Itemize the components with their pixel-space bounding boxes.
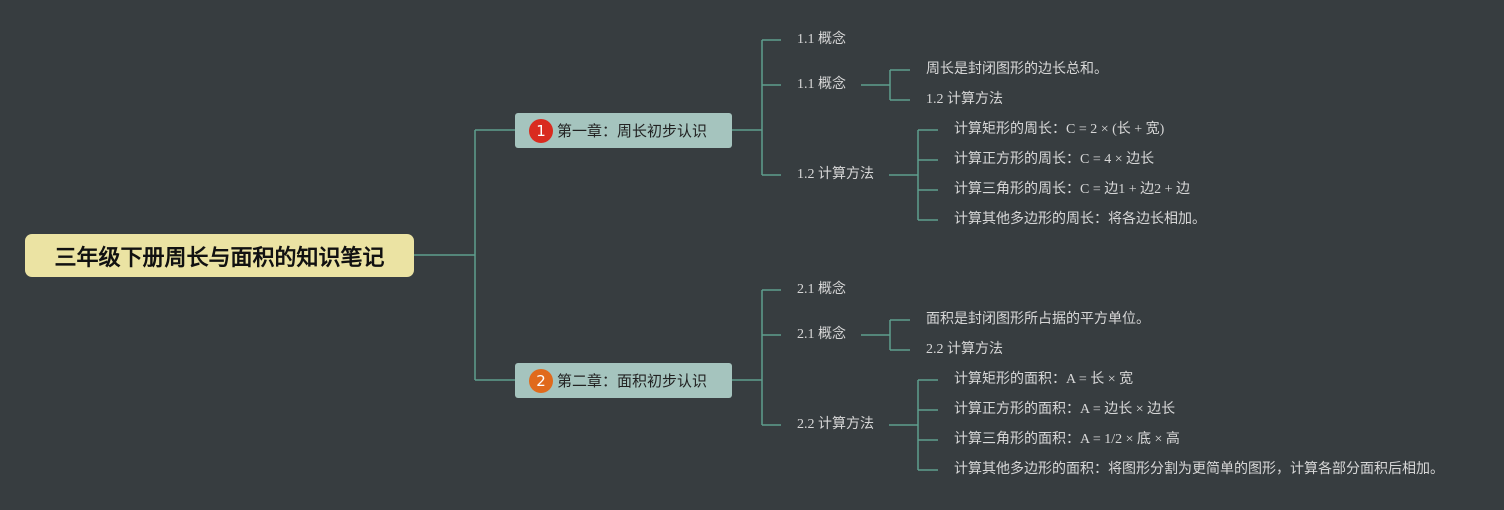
chapter-title: 第二章：面积初步认识 (557, 372, 708, 390)
section-node[interactable]: 2.1 概念 (797, 327, 846, 342)
number-badge-icon: 1 (529, 118, 553, 143)
section-node[interactable]: 2.1 概念 (797, 282, 846, 297)
section-node[interactable]: 1.1 概念 (797, 32, 846, 47)
leaf-node[interactable]: 计算正方形的面积：A = 边长 × 边长 (954, 402, 1176, 417)
leaf-node[interactable]: 周长是封闭图形的边长总和。 (926, 62, 1108, 77)
chapter-1-node[interactable]: 1 第一章：周长初步认识 (515, 113, 732, 148)
leaf-node[interactable]: 计算其他多边形的周长：将各边长相加。 (954, 212, 1206, 227)
section-node[interactable]: 1.2 计算方法 (797, 167, 874, 182)
section-node[interactable]: 2.2 计算方法 (797, 417, 874, 432)
leaf-node[interactable]: 1.2 计算方法 (926, 92, 1003, 107)
leaf-node[interactable]: 计算正方形的周长：C = 4 × 边长 (954, 152, 1155, 167)
chapter-2-node[interactable]: 2 第二章：面积初步认识 (515, 363, 732, 398)
leaf-node[interactable]: 面积是封闭图形所占据的平方单位。 (926, 312, 1150, 327)
leaf-node[interactable]: 2.2 计算方法 (926, 342, 1003, 357)
root-node[interactable]: 三年级下册周长与面积的知识笔记 (25, 234, 414, 277)
root-title: 三年级下册周长与面积的知识笔记 (54, 245, 385, 271)
leaf-node[interactable]: 计算矩形的面积：A = 长 × 宽 (954, 372, 1134, 387)
leaf-node[interactable]: 计算三角形的周长：C = 边1 + 边2 + 边 (954, 182, 1191, 197)
section-node[interactable]: 1.1 概念 (797, 77, 846, 92)
leaf-node[interactable]: 计算其他多边形的面积：将图形分割为更简单的图形，计算各部分面积后相加。 (954, 462, 1444, 477)
number-badge-icon: 2 (529, 368, 553, 393)
chapter-title: 第一章：周长初步认识 (557, 122, 708, 140)
leaf-node[interactable]: 计算矩形的周长：C = 2 × (长 + 宽) (954, 122, 1165, 137)
leaf-node[interactable]: 计算三角形的面积：A = 1/2 × 底 × 高 (954, 432, 1180, 447)
